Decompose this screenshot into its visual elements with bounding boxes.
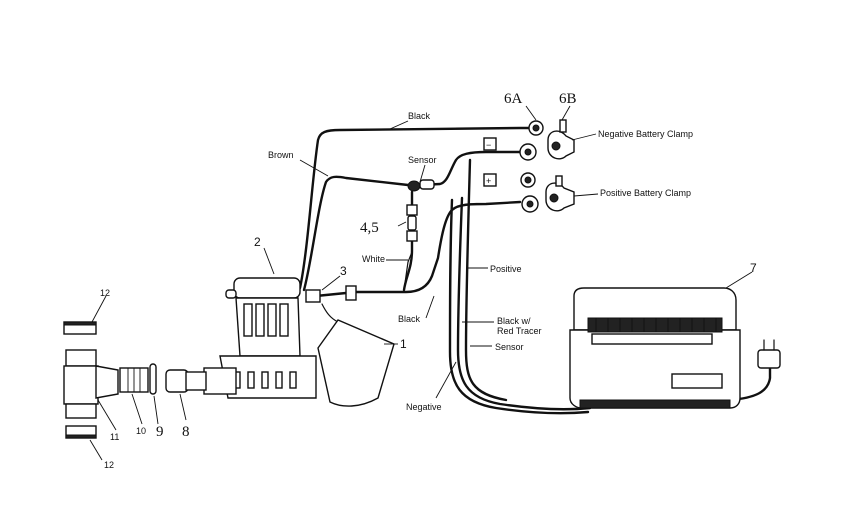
o-ring-9 <box>149 363 157 395</box>
leader-12-top <box>91 295 107 323</box>
label-sensor-top: Sensor <box>408 155 437 165</box>
positive-sign: + <box>486 176 491 186</box>
leader-7 <box>725 271 753 289</box>
fuse-body <box>407 215 417 231</box>
label-black-top: Black <box>408 111 431 121</box>
battery-charger <box>569 287 741 409</box>
sensor-connector <box>419 179 435 190</box>
negative-lead <box>448 198 590 415</box>
pump-connector <box>305 285 357 303</box>
hose-adapter-8 <box>165 369 207 393</box>
leader-brown <box>299 159 329 177</box>
label-black-red-1: Black w/ <box>497 316 531 326</box>
callout-11: 11 <box>110 432 119 442</box>
leader-10 <box>131 393 143 425</box>
callout-12-bottom: 12 <box>104 460 114 470</box>
label-white: White <box>362 254 385 264</box>
float-switch <box>317 303 395 407</box>
power-plug <box>757 339 781 369</box>
white-wire <box>403 251 413 291</box>
leader-11 <box>97 399 117 431</box>
callout-6a: 6A <box>504 91 523 107</box>
label-brown: Brown <box>268 150 294 160</box>
leader-sensor-top <box>419 164 426 183</box>
callout-12-top: 12 <box>100 288 110 298</box>
positive-lead <box>456 196 592 411</box>
callout-7: 7 <box>750 261 757 275</box>
label-positive-clamp: Positive Battery Clamp <box>600 188 691 198</box>
callout-45: 4,5 <box>360 220 379 236</box>
pump-harness <box>314 200 522 298</box>
label-black-red-2: Red Tracer <box>497 326 542 336</box>
leader-black-top <box>389 120 409 130</box>
tee-fitting-11 <box>63 349 119 419</box>
positive-tag <box>483 173 497 187</box>
callout-6b: 6B <box>559 91 577 107</box>
leader-black-lower <box>425 295 435 319</box>
negative-clamp-6b <box>547 119 575 160</box>
callout-8: 8 <box>182 424 190 440</box>
leader-3 <box>321 275 341 291</box>
label-positive: Positive <box>490 264 522 274</box>
check-valve-10 <box>119 367 149 393</box>
label-negative-clamp: Negative Battery Clamp <box>598 129 693 139</box>
bilge-pump <box>203 277 317 399</box>
leader-9 <box>153 395 159 425</box>
label-negative: Negative <box>406 402 442 412</box>
negative-clamp-6a <box>519 120 544 161</box>
fuse-holder-top <box>406 204 418 216</box>
leader-2 <box>263 247 275 275</box>
negative-tag <box>483 137 497 151</box>
sensor-junction <box>407 180 421 192</box>
black-wire-top <box>298 126 534 290</box>
leader-negative <box>435 361 457 399</box>
callout-3: 3 <box>340 264 347 278</box>
label-black-lower: Black <box>398 314 421 324</box>
leader-45 <box>397 221 407 227</box>
brown-wire <box>302 175 410 292</box>
leader-12-bottom <box>89 439 103 461</box>
leader-neg-clamp <box>571 133 597 141</box>
callout-10: 10 <box>136 426 146 436</box>
label-sensor-lower: Sensor <box>495 342 524 352</box>
cap-12-bottom <box>65 425 97 439</box>
cap-12-top <box>63 321 97 335</box>
leader-pos-clamp <box>573 193 599 197</box>
callout-9: 9 <box>156 424 164 440</box>
sensor-lead <box>418 150 527 187</box>
leader-6a <box>525 105 537 121</box>
negative-sign: − <box>486 140 491 150</box>
leader-6b <box>561 105 571 121</box>
positive-clamp <box>520 172 575 213</box>
fuse-holder-bottom <box>406 230 418 242</box>
black-red-tracer-lead <box>464 158 508 402</box>
callout-1: 1 <box>400 337 407 351</box>
leader-8 <box>179 393 187 421</box>
callout-2: 2 <box>254 235 261 249</box>
